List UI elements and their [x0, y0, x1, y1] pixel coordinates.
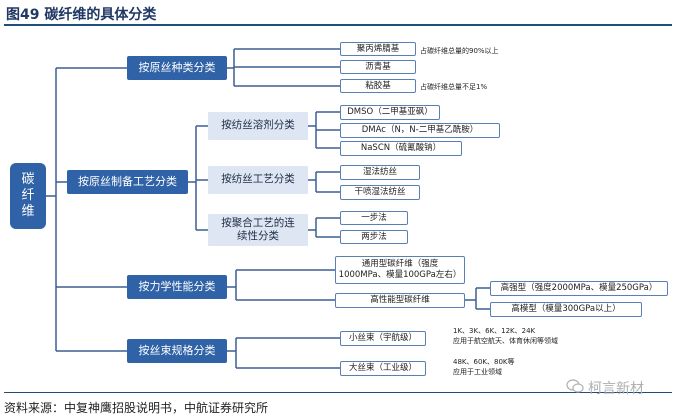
category-tow: 按丝束规格分类 [127, 339, 227, 363]
connector-lines [46, 48, 490, 369]
category-mechanical: 按力学性能分类 [127, 275, 227, 299]
leaf-pitch-label: 沥青基 [365, 61, 391, 72]
leaf-dmso: DMSO（二甲基亚砜） [340, 105, 440, 120]
leaf-viscose: 粘胶基 [340, 79, 416, 93]
leaf-smalltow-label: 小丝束（宇航级） [348, 333, 417, 344]
leaf-dmac: DMAc（N，N-二甲基乙酰胺） [340, 123, 500, 138]
bottom-rule [4, 392, 672, 393]
leaf-highperf-label: 高性能型碳纤维 [370, 295, 430, 306]
root-label: 碳 纤 维 [21, 171, 35, 220]
leaf-dmac-label: DMAc（N，N-二甲基乙酰胺） [361, 125, 479, 136]
note-viscose: 占碳纤维总量不足1% [420, 83, 488, 91]
leaf-onestep-label: 一步法 [361, 212, 387, 223]
connector-process [188, 125, 208, 231]
category-mechanical-label: 按力学性能分类 [138, 280, 216, 294]
leaf-wet-label: 湿法纺丝 [362, 167, 397, 178]
leaf-nascn: NaSCN（硫氰酸钠） [340, 141, 462, 156]
leaf-highperf: 高性能型碳纤维 [335, 293, 465, 308]
leaf-highmodulus: 高模型（模量300GPa以上） [490, 302, 642, 317]
leaf-dryjet-label: 干喷湿法纺丝 [354, 187, 406, 198]
note-pan: 占碳纤维总量的90%以上 [420, 47, 499, 55]
leaf-viscose-label: 粘胶基 [365, 80, 391, 91]
category-tow-label: 按丝束规格分类 [138, 344, 216, 358]
leaf-highmodulus-label: 高模型（模量300GPa以上） [511, 304, 621, 315]
subcategory-solvent: 按纺丝溶剂分类 [208, 112, 308, 140]
leaf-highstrength-label: 高强型（强度2000MPa、模量250GPa） [500, 283, 658, 294]
category-process: 按原丝制备工艺分类 [67, 170, 188, 194]
watermark: 柯言新材 [588, 381, 644, 397]
category-process-label: 按原丝制备工艺分类 [78, 175, 177, 189]
connector-highperf [465, 287, 490, 310]
leaf-twostep: 两步法 [340, 230, 408, 244]
leaf-largetow-label: 大丝束（工业级） [348, 363, 417, 374]
leaf-general: 通用型碳纤维（强度 1000MPa、模量100GPa左右） [335, 256, 465, 284]
leaf-dryjet: 干喷湿法纺丝 [340, 185, 420, 200]
figure-title: 图49 碳纤维的具体分类 [6, 7, 157, 23]
wechat-icon [566, 379, 584, 393]
leaf-smalltow: 小丝束（宇航级） [340, 331, 426, 346]
leaf-pan-label: 聚丙烯腈基 [356, 43, 400, 54]
note-largetow: 48K、60K、80K等 应用于工业领域 [453, 358, 515, 377]
source-note: 资料来源：中复神鹰招股说明书，中航证券研究所 [4, 401, 269, 415]
leaf-twostep-label: 两步法 [361, 231, 387, 242]
leaf-highstrength: 高强型（强度2000MPa、模量250GPa） [490, 281, 668, 296]
note-smalltow: 1K、3K、6K、12K、24K 应用于航空航天、体育休闲等领域 [453, 327, 558, 346]
connector-continuity [308, 217, 340, 238]
title-rule [4, 24, 672, 26]
leaf-wet: 湿法纺丝 [340, 165, 420, 180]
category-precursor-label: 按原丝种类分类 [138, 61, 216, 75]
subcategory-solvent-label: 按纺丝溶剂分类 [221, 119, 295, 132]
connector-precursor [227, 48, 340, 87]
subcategory-continuity: 按聚合工艺的连 续性分类 [208, 214, 308, 246]
category-precursor: 按原丝种类分类 [127, 56, 227, 80]
leaf-largetow: 大丝束（工业级） [340, 361, 426, 376]
connector-spinning [308, 171, 340, 193]
root-node: 碳 纤 维 [10, 163, 46, 229]
subcategory-spinning: 按纺丝工艺分类 [208, 166, 308, 194]
connector-mechanical [227, 269, 335, 301]
leaf-pan: 聚丙烯腈基 [340, 42, 416, 56]
connector-root [46, 67, 127, 352]
subcategory-spinning-label: 按纺丝工艺分类 [221, 173, 295, 186]
leaf-dmso-label: DMSO（二甲基亚砜） [347, 107, 433, 118]
leaf-general-label: 通用型碳纤维（强度 1000MPa、模量100GPa左右） [338, 259, 462, 280]
leaf-pitch: 沥青基 [340, 60, 416, 74]
subcategory-continuity-label: 按聚合工艺的连 续性分类 [221, 216, 295, 242]
leaf-nascn-label: NaSCN（硫氰酸钠） [360, 143, 442, 154]
connector-solvent [308, 111, 340, 149]
leaf-onestep: 一步法 [340, 211, 408, 225]
connector-tow [227, 337, 340, 369]
